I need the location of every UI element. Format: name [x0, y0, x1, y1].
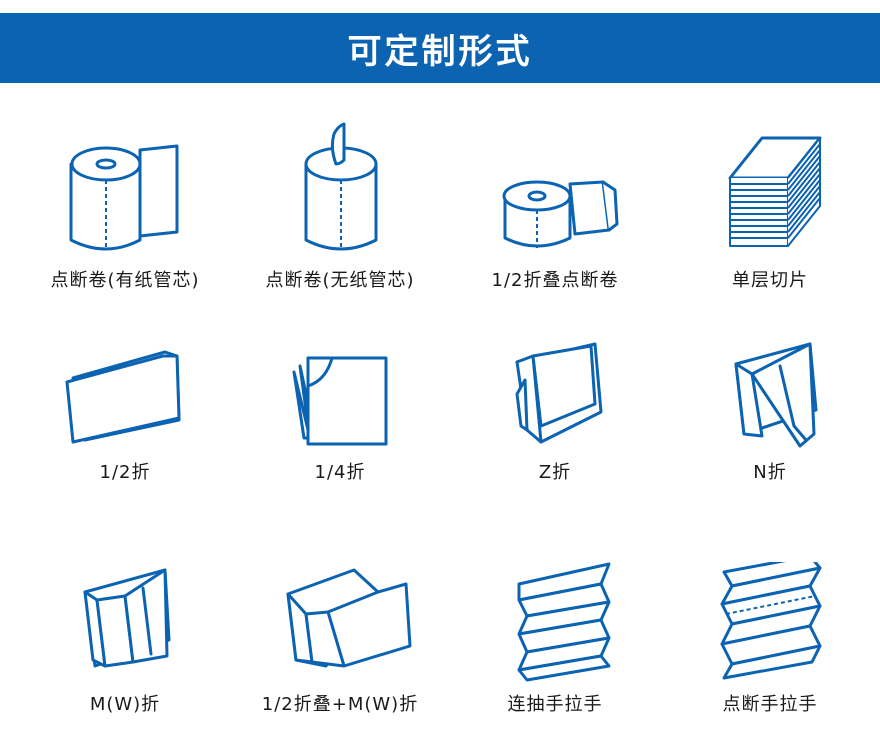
- format-item: Z折: [445, 330, 665, 483]
- m-w-fold-icon: [83, 568, 171, 668]
- format-item: 单层切片: [660, 120, 880, 291]
- format-item: 1/2折: [15, 330, 235, 483]
- header-banner: 可定制形式: [0, 13, 880, 83]
- half-fold-icon: [65, 350, 181, 444]
- item-label: 1/2折叠点断卷: [491, 270, 619, 291]
- single-layer-sheets-stack-icon: [728, 136, 822, 247]
- format-item: M(W)折: [15, 562, 235, 715]
- format-item: 1/2折叠+M(W)折: [230, 562, 450, 715]
- item-label: 点断卷(有纸管芯): [50, 270, 200, 291]
- z-fold-icon: [515, 342, 603, 444]
- item-label: 连抽手拉手: [507, 694, 603, 715]
- quarter-fold-icon: [292, 356, 388, 446]
- item-label: Z折: [538, 462, 572, 483]
- format-item: 点断手拉手: [660, 562, 880, 715]
- format-item: N折: [660, 330, 880, 483]
- perforated-interfold-icon: [720, 562, 822, 680]
- perforated-roll-coreless-icon: [304, 122, 378, 251]
- item-label: 单层切片: [732, 270, 808, 291]
- item-label: 点断卷(无纸管芯): [265, 270, 415, 291]
- perforated-roll-with-core-icon: [69, 144, 179, 251]
- interfold-continuous-icon: [517, 562, 611, 682]
- page-title: 可定制形式: [347, 31, 533, 72]
- format-item: 点断卷(无纸管芯): [230, 120, 450, 291]
- item-label: 点断手拉手: [722, 694, 818, 715]
- half-folded-perforated-roll-icon: [502, 180, 619, 248]
- format-item: 1/2折叠点断卷: [445, 120, 665, 291]
- n-fold-icon: [734, 342, 818, 448]
- item-label: 1/4折: [314, 462, 366, 483]
- half-fold-plus-m-w-fold-icon: [286, 568, 412, 668]
- item-label: N折: [753, 462, 787, 483]
- item-label: M(W)折: [89, 694, 161, 715]
- format-item: 连抽手拉手: [445, 562, 665, 715]
- item-label: 1/2折: [99, 462, 151, 483]
- format-item: 点断卷(有纸管芯): [15, 120, 235, 291]
- format-item: 1/4折: [230, 330, 450, 483]
- item-label: 1/2折叠+M(W)折: [261, 694, 419, 715]
